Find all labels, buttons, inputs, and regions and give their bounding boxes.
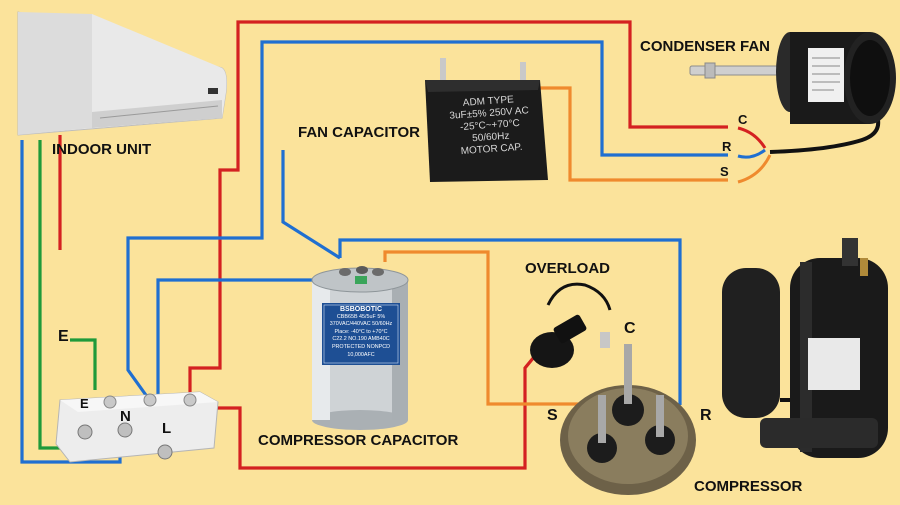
fan-terminal-s: S xyxy=(720,164,729,179)
blue-wire-comp-cap xyxy=(156,278,330,398)
compressor-capacitor-print: BSBOBOTIC CBB65B 45/5uF 5% 370VAC/440VAC… xyxy=(324,306,398,359)
fan-capacitor-print: ADM TYPE 3uF±5% 250V AC -25°C~+70°C 50/6… xyxy=(434,92,546,159)
blue-wire-fan-r xyxy=(126,40,728,399)
block-terminal-e: E xyxy=(80,396,89,411)
red-wire-overload xyxy=(200,338,550,470)
block-terminal-n: N xyxy=(120,408,131,425)
compressor-terminal xyxy=(560,344,696,495)
label-indoor-unit: INDOOR UNIT xyxy=(52,141,152,158)
label-overload: OVERLOAD xyxy=(525,260,611,277)
blue-wire-fancap-compcap xyxy=(281,150,341,260)
indoor-unit xyxy=(17,11,227,136)
label-compressor: COMPRESSOR xyxy=(694,478,803,495)
comp-cap-brand: BSBOBOTIC xyxy=(340,306,382,313)
earth-wire-label: E xyxy=(58,328,69,345)
comp-cap-line3: Place: -40°C to +70°C xyxy=(334,328,388,335)
orange-wire-comp-s xyxy=(383,250,600,406)
label-condenser-fan: CONDENSER FAN xyxy=(640,38,771,55)
orange-wire-fan-s xyxy=(530,86,728,182)
compressor-terminal-s: S xyxy=(547,407,558,424)
fan-black-cable xyxy=(769,119,881,154)
compressor-capacitor xyxy=(311,266,409,430)
compressor-terminal-r: R xyxy=(700,407,712,424)
comp-cap-line2: 370VAC/440VAC 50/60Hz xyxy=(329,321,393,328)
comp-cap-line4: C22.2 NO.190 AMB40C xyxy=(332,336,390,343)
label-fan-capacitor: FAN CAPACITOR xyxy=(298,124,420,141)
comp-cap-line1: CBB65B 45/5uF 5% xyxy=(336,313,386,320)
red-wire-fan-c xyxy=(188,20,728,412)
blue-wire-comp-r xyxy=(338,238,682,405)
overload-protector xyxy=(530,282,612,368)
compressor-terminal-c: C xyxy=(624,320,636,337)
condenser-fan-motor xyxy=(689,32,896,124)
green-wire-earth-e xyxy=(70,338,97,390)
fan-terminal-c: C xyxy=(738,112,748,127)
compressor xyxy=(722,238,888,458)
block-terminal-l: L xyxy=(162,420,172,437)
fan-capacitor xyxy=(425,58,548,182)
comp-cap-line5: PROTECTED NONPCD 10,000AFC xyxy=(331,343,391,358)
label-compressor-capacitor: COMPRESSOR CAPACITOR xyxy=(258,432,459,449)
fan-terminal-r: R xyxy=(722,139,732,154)
terminal-block xyxy=(55,391,219,463)
